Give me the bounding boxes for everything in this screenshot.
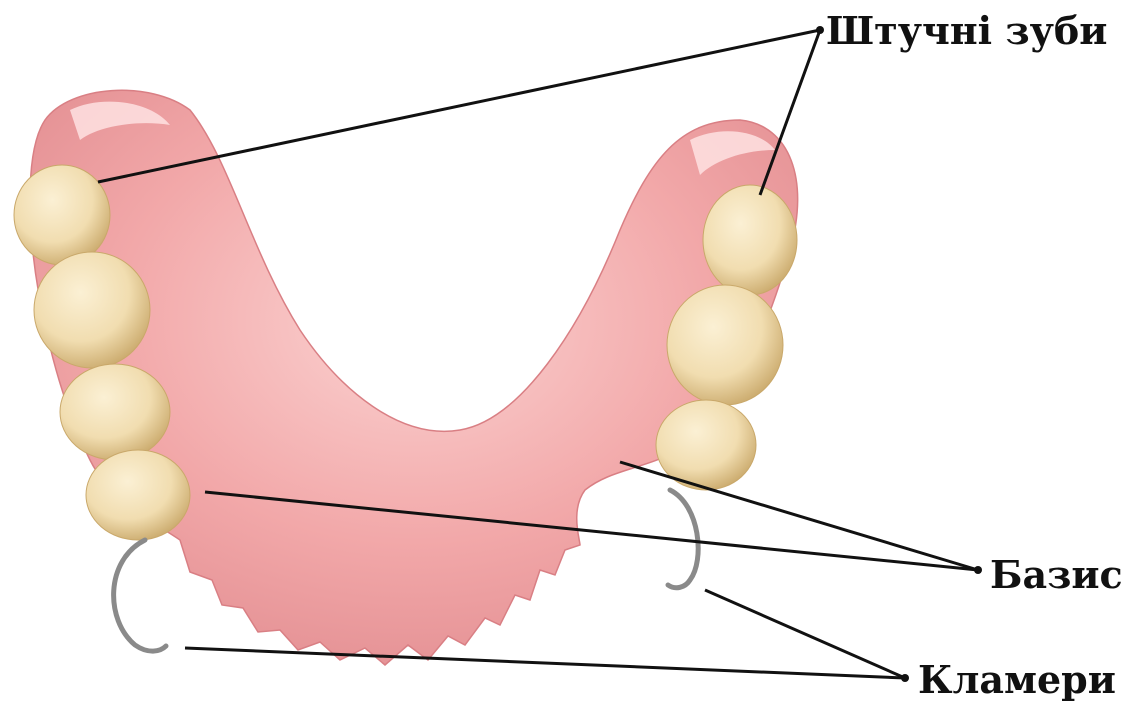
label-clasps: Кламери bbox=[918, 661, 1116, 699]
tooth bbox=[86, 450, 190, 540]
tooth bbox=[667, 285, 783, 405]
tooth bbox=[703, 185, 797, 295]
leader-line-base-right bbox=[620, 462, 978, 570]
leader-line-clasp-right bbox=[705, 590, 905, 678]
leader-dot-base bbox=[974, 566, 982, 574]
label-artificial-teeth: Штучні зуби bbox=[826, 12, 1107, 50]
leader-line-clasp-left bbox=[185, 648, 905, 678]
tooth bbox=[14, 165, 110, 265]
clasp-left bbox=[114, 540, 166, 651]
tooth bbox=[34, 252, 150, 368]
label-base: Базис bbox=[990, 556, 1123, 594]
tooth bbox=[60, 364, 170, 460]
leader-dot-teeth bbox=[816, 26, 824, 34]
leader-dot-clasps bbox=[901, 674, 909, 682]
